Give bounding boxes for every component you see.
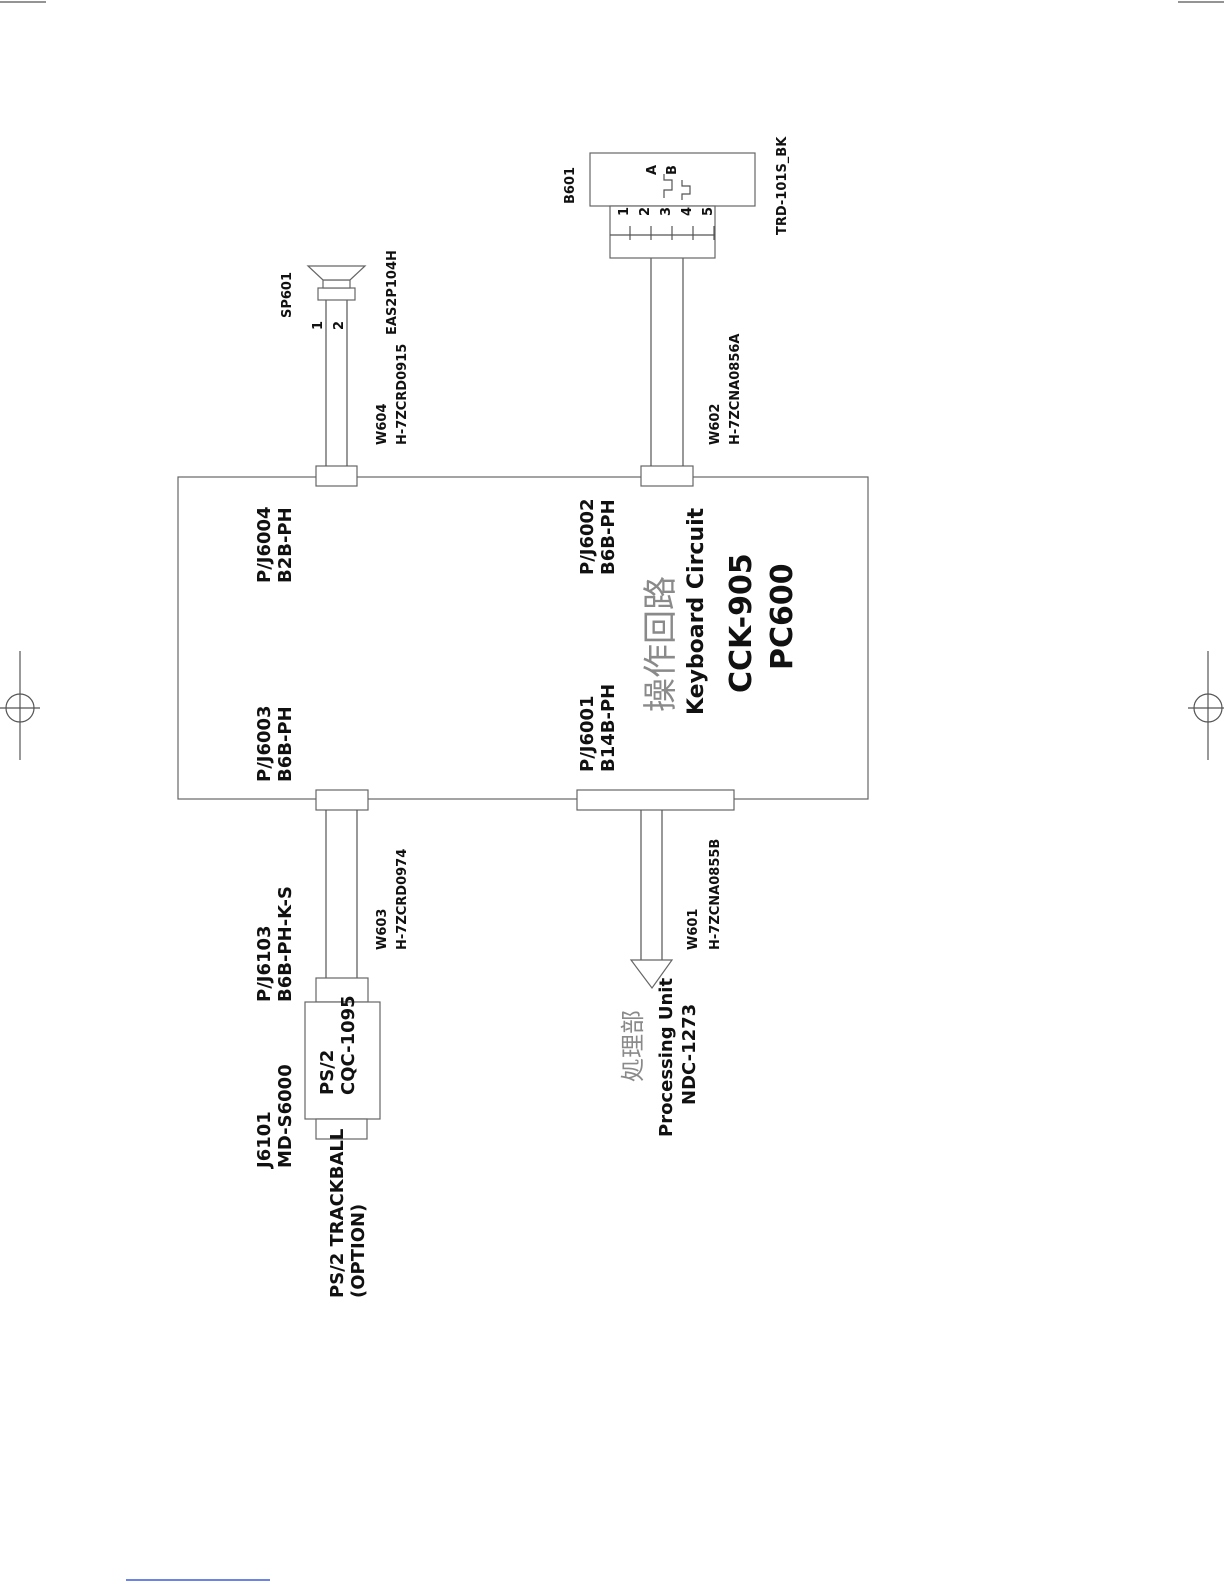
speaker-pin-1: 1 [311,321,326,330]
pj6002-type: B6B-PH [598,499,619,575]
cable-w603 [315,810,369,1003]
j6101-ref: J6101 [254,1111,275,1170]
speaker-icon [306,265,367,301]
encoder-pin-5: 5 [701,207,716,216]
header-pj6001 [576,789,735,811]
ps2-connector [304,1001,381,1140]
trackball-line1: PS/2 TRACKBALL [327,1129,348,1298]
encoder-pin-3: 3 [659,207,674,216]
speaker-ref: SP601 [280,272,295,318]
w604-ref: W604 [375,404,390,445]
pj6004-ref: P/J6004 [254,506,275,583]
board-model: CCK-905 [724,553,759,693]
processing-title-cjk: 処理部 [619,1010,647,1082]
cable-w604 [325,300,348,466]
keyboard-circuit-board [177,476,869,800]
w601-part: H-7ZCNA0855B [708,839,723,950]
encoder-phase-a: A [645,165,660,175]
encoder-phase-b: B [665,165,680,175]
ps2-part: CQC-1095 [338,995,359,1095]
processing-title-en: Processing Unit [656,978,677,1137]
pj6001-ref: P/J6001 [577,695,598,772]
encoder-pin-4: 4 [680,207,695,216]
w604-part: H-7ZCRD0915 [395,344,410,445]
ps2-label: PS/2 [317,1050,338,1095]
cable-w601 [629,810,674,990]
arrow-down-icon [629,959,674,990]
speaker-pin-2: 2 [332,321,347,330]
w601-ref: W601 [686,909,701,950]
j6101-type: MD-S6000 [275,1064,296,1168]
pj6103-type: B6B-PH-K-S [275,886,296,1002]
pj6004-type: B2B-PH [275,507,296,583]
pj6003-type: B6B-PH [275,706,296,782]
w602-ref: W602 [708,404,723,445]
w603-part: H-7ZCRD0974 [395,849,410,950]
encoder-pin-2: 2 [638,207,653,216]
pj6003-ref: P/J6003 [254,705,275,782]
header-pj6004 [315,465,358,487]
cable-w602 [650,258,684,466]
encoder-ref: B601 [563,167,578,204]
pj6002-ref: P/J6002 [577,498,598,575]
board-name: PC600 [765,563,800,670]
trackball-line2: (OPTION) [348,1204,369,1298]
encoder-part: TRD-101S_BK [775,136,790,235]
pj6103-ref: P/J6103 [254,925,275,1002]
encoder-icon [589,152,756,259]
pj6001-type: B14B-PH [598,684,619,772]
header-pj6003 [315,789,369,811]
board-title-en: Keyboard Circuit [684,507,709,715]
header-pj6002 [640,465,694,487]
speaker-part: EAS2P104H [385,250,400,335]
encoder-pin-1: 1 [617,207,632,216]
processing-model: NDC-1273 [679,1004,700,1105]
w602-part: H-7ZCNA0856A [728,334,743,445]
board-title-cjk: 操作回路 [641,576,681,712]
w603-ref: W603 [375,909,390,950]
